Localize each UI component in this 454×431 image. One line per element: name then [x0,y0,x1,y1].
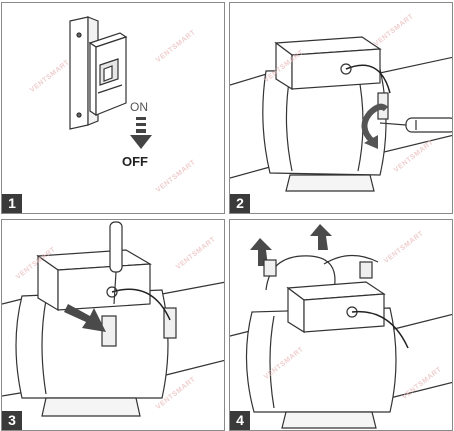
switch-off-illustration: ON OFF [69,16,152,169]
step-number-3: 3 [2,411,22,430]
duct-fan-body [2,249,224,417]
up-arrow-icon [310,224,332,250]
cable [111,288,171,321]
off-label: OFF [122,154,148,169]
cable [345,64,391,94]
unscrew-illustration [230,36,452,192]
down-arrow-icon [130,117,152,149]
remove-clamp-illustration [2,221,224,417]
breaker-switch-icon [69,16,128,130]
panel-step-3: VENTSMART VENTSMART VENTSMART 3 [1,219,225,431]
panel-step-2: VENTSMART VENTSMART VENTSMART 2 [229,2,453,214]
rotate-arrow-icon [361,103,389,149]
panel-step-4: VENTSMART VENTSMART VENTSMART 4 [229,219,453,431]
panel-step-1: ON OFF VENTSMART VENTSMART VENTSMART 1 [1,2,225,214]
step-number-1: 1 [2,194,22,213]
step-number-2: 2 [230,194,250,213]
cable [351,310,409,349]
lift-motor-illustration [230,224,452,429]
screwdriver-icon [379,117,452,133]
push-arrow-icon [64,304,106,332]
duct-fan-body [230,36,452,192]
up-arrow-icon [250,238,272,266]
step-number-4: 4 [230,411,250,430]
screwdriver-icon [109,221,123,305]
on-label: ON [130,100,148,114]
duct-fan-body [230,254,452,429]
